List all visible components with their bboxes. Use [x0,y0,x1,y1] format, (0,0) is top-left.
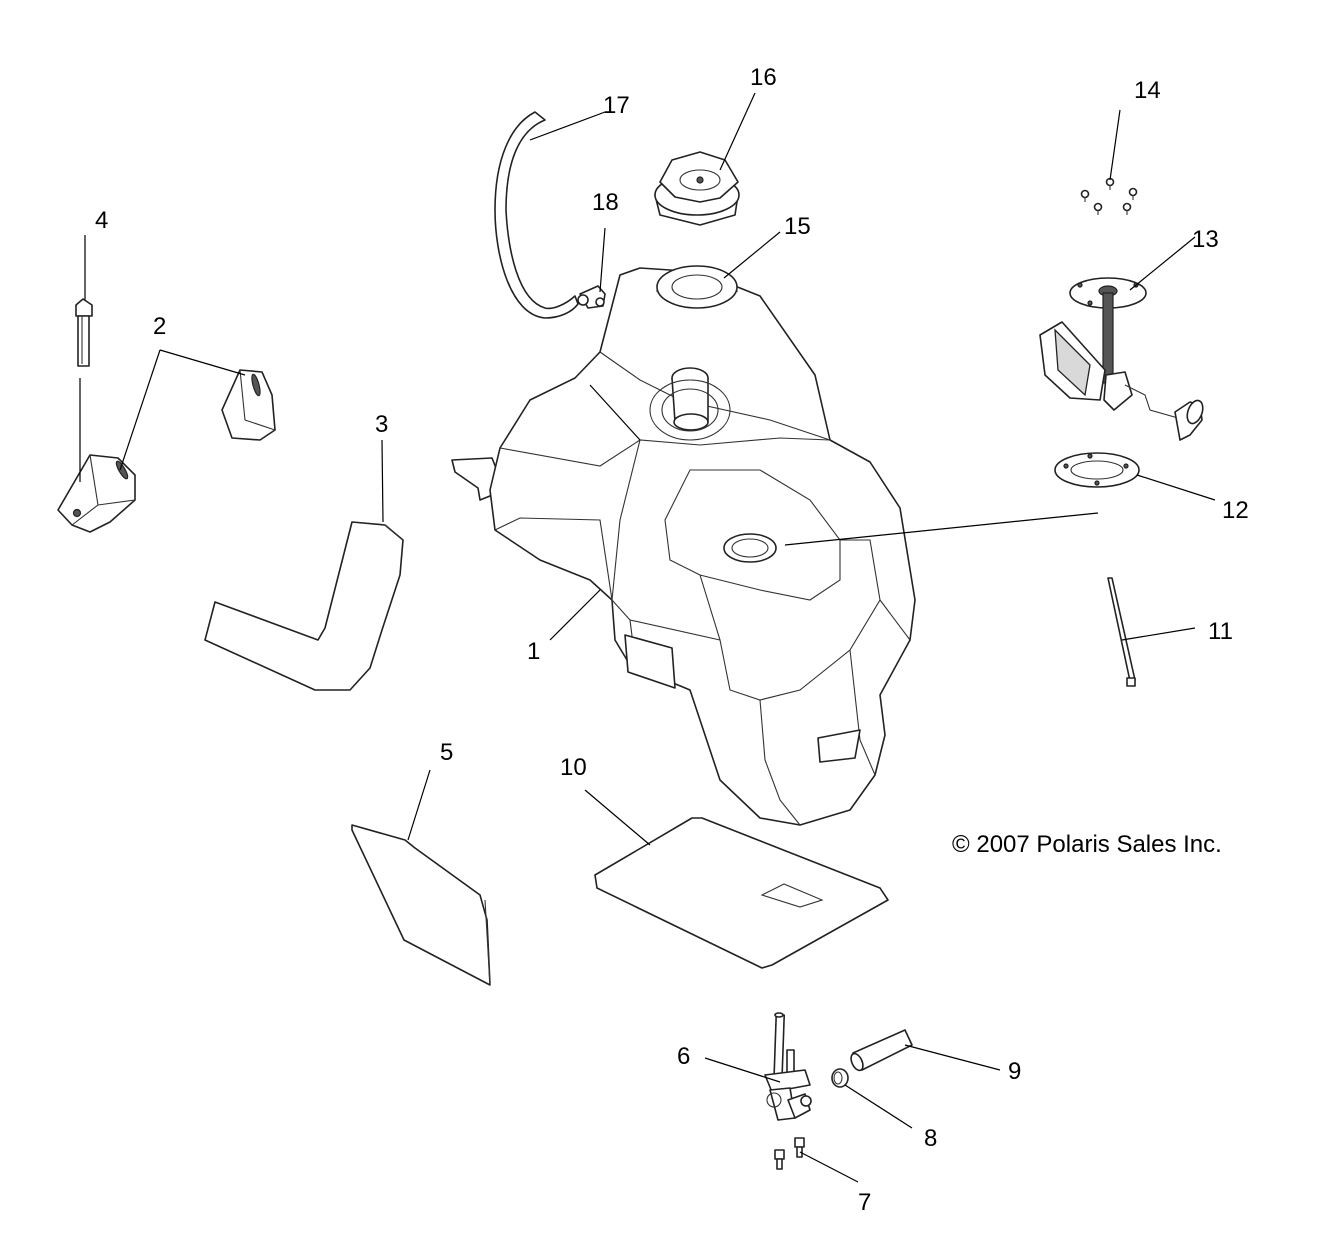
callout-11: 11 [1208,618,1233,645]
pad-part-5[interactable] [351,824,491,986]
fuel-valve-part[interactable] [764,1012,812,1121]
callout-4: 4 [95,207,108,234]
cable-tie-part[interactable] [1107,577,1136,687]
seal-part[interactable] [656,265,738,309]
leader-lines [79,92,1216,1183]
callout-5: 5 [440,739,453,766]
callout-12: 12 [1222,497,1249,524]
screw-part-7[interactable] [774,1137,805,1170]
bolt-part[interactable] [75,298,93,367]
callout-16: 16 [750,64,777,91]
mounting-bracket-part[interactable] [57,369,276,533]
gasket-part[interactable] [1054,452,1140,488]
callout-7: 7 [858,1189,871,1216]
copyright-notice: © 2007 Polaris Sales Inc. [952,831,1222,858]
callout-labels: 1 2 3 4 5 6 7 8 9 10 11 12 13 14 15 16 1… [95,64,1249,1216]
fuel-sender-part[interactable] [1039,277,1206,441]
check-valve-part[interactable] [577,285,606,309]
fuel-cap-part[interactable] [654,151,740,226]
screw-part-14[interactable] [1080,177,1138,216]
callout-1: 1 [527,638,540,665]
callout-13: 13 [1192,226,1219,253]
callout-17: 17 [603,92,630,119]
callout-18: 18 [592,189,619,216]
fuel-hose-part[interactable] [849,1029,913,1072]
callout-3: 3 [375,411,388,438]
vent-hose-part[interactable] [494,111,579,319]
callout-14: 14 [1134,77,1161,104]
callout-8: 8 [924,1125,937,1152]
callout-2: 2 [153,313,166,340]
clamp-part[interactable] [831,1068,849,1088]
fuel-tank-part[interactable] [451,267,916,826]
callout-9: 9 [1008,1058,1021,1085]
pad-part-10[interactable] [594,817,889,969]
callout-15: 15 [784,213,811,240]
callout-10: 10 [560,754,587,781]
callout-6: 6 [677,1043,690,1070]
strap-pad-part[interactable] [204,521,404,691]
